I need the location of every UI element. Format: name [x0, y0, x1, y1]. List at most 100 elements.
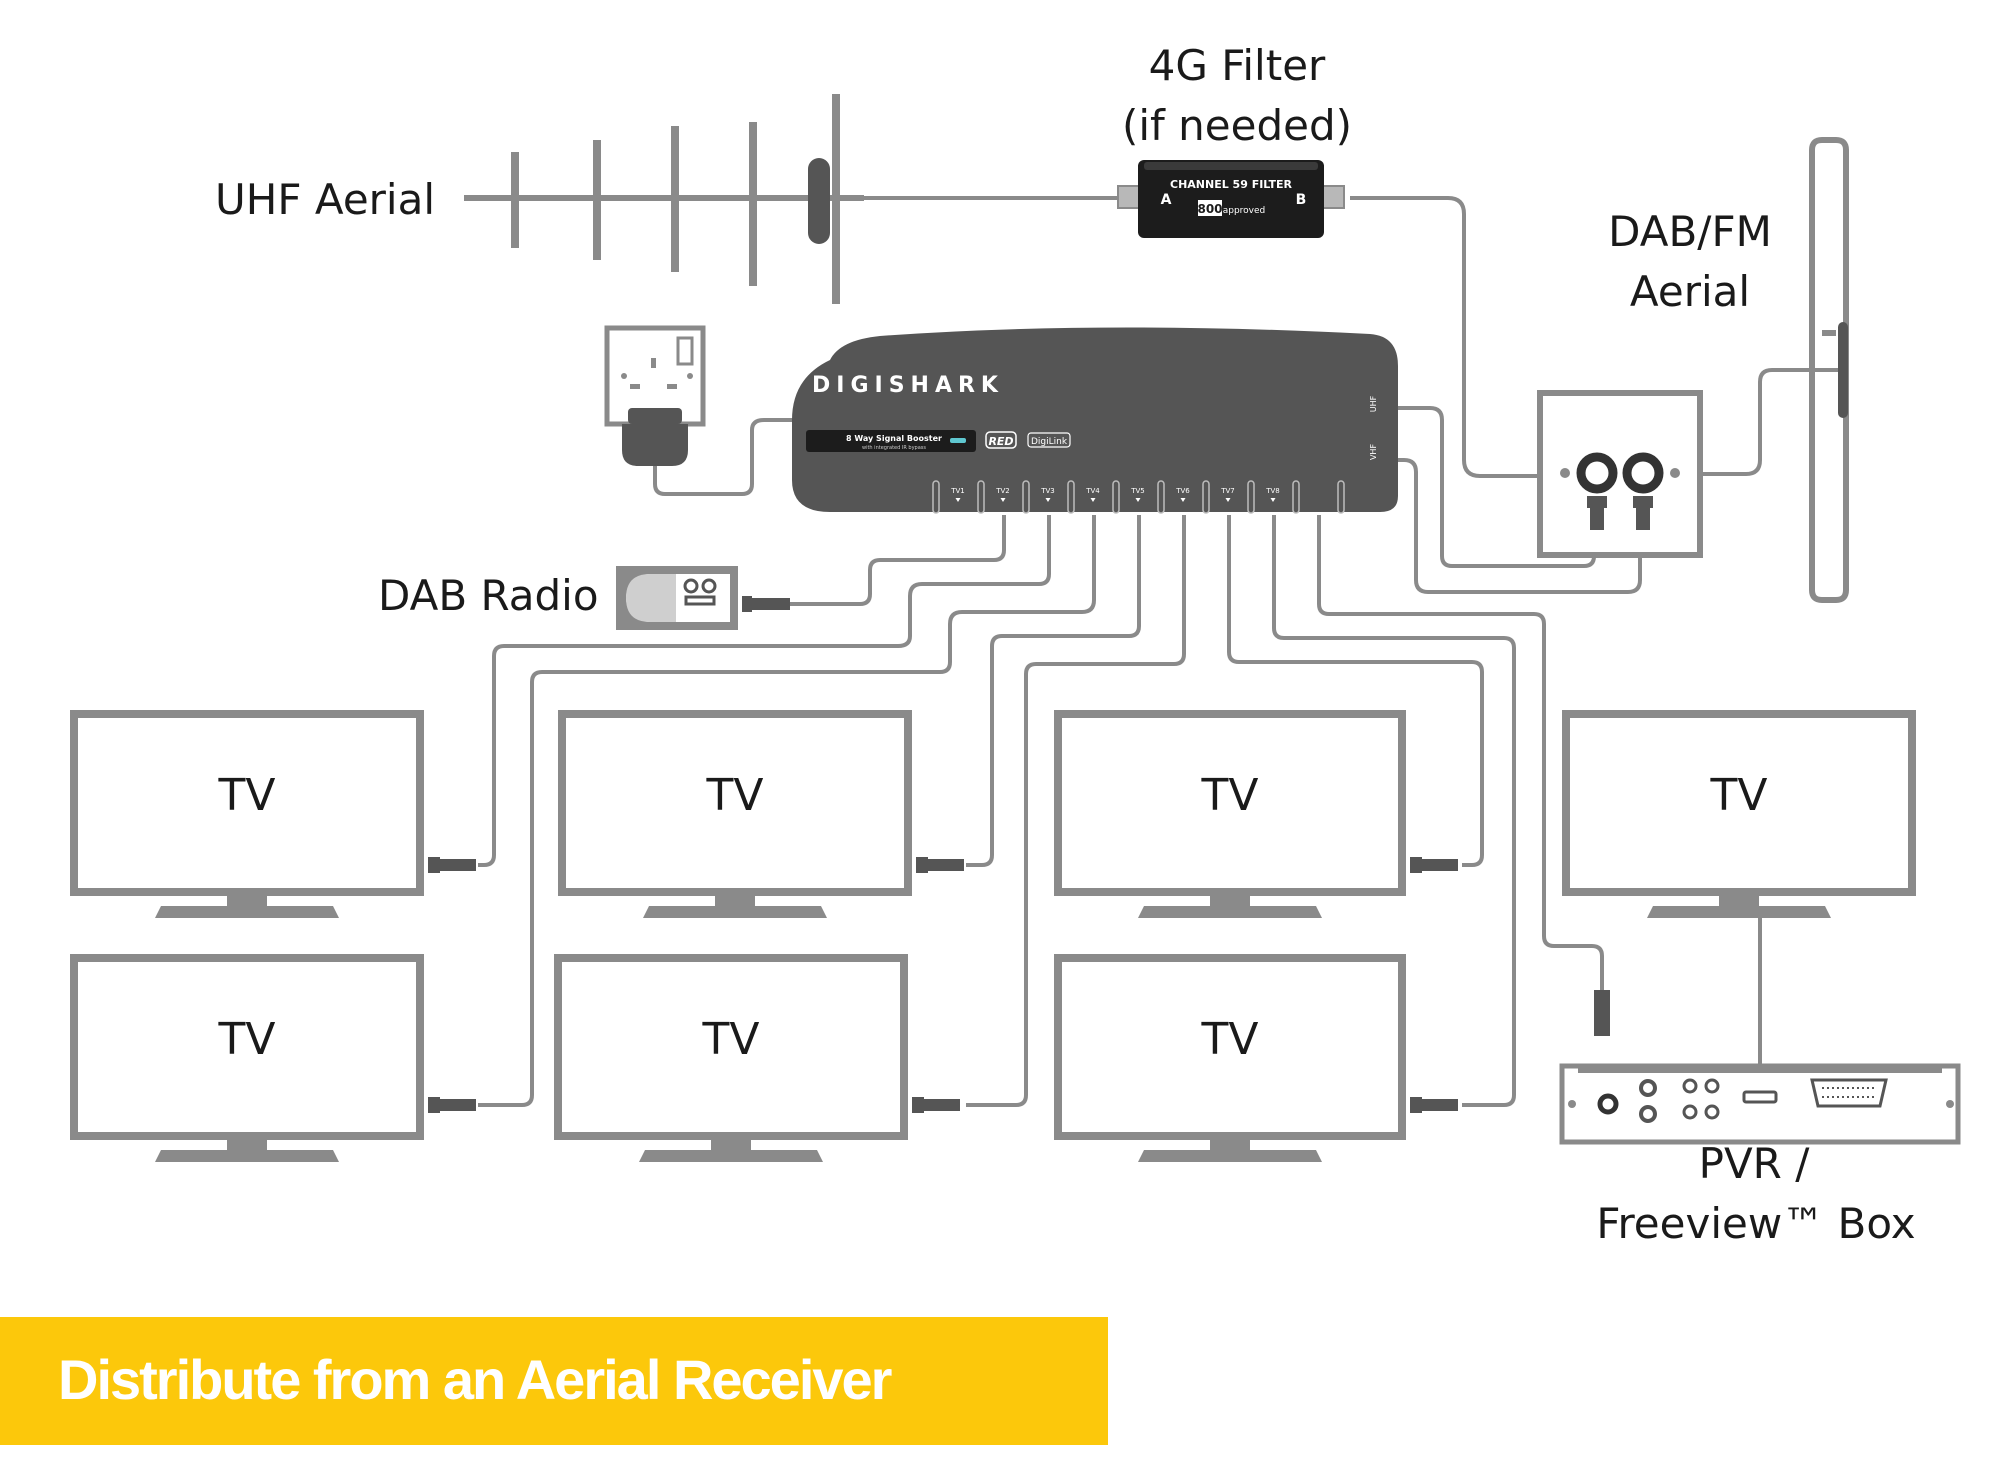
booster-led-icon	[950, 438, 966, 443]
booster-port-label: TV5	[1130, 487, 1145, 495]
tv-stand	[1138, 906, 1322, 918]
cable-tv2	[478, 515, 1051, 867]
signal-booster: DIGISHARK 8 Way Signal Booster with inte…	[792, 327, 1398, 514]
booster-label-strip	[806, 430, 976, 452]
tv-label: TV	[706, 770, 764, 821]
pvr-aerial-socket-icon	[1597, 1093, 1619, 1115]
coax-plug-icon	[428, 1097, 440, 1113]
pvr-scart-port-icon	[1810, 1078, 1888, 1108]
cable-tv7	[1272, 515, 1516, 1107]
tv-screen	[70, 954, 424, 1140]
coax-plug-icon	[1410, 1097, 1422, 1113]
tv-stand	[639, 1150, 823, 1162]
filter-connector-a-icon	[1117, 185, 1141, 209]
port-arrow-icon	[955, 498, 961, 502]
power-plug-icon	[622, 408, 688, 466]
tv-icon: TV	[70, 710, 476, 918]
tv-grid: TV TV TV TV TV TV TV	[70, 710, 1916, 1162]
booster-port-slot	[977, 480, 985, 514]
booster-port-label: TV1	[950, 487, 965, 495]
filter-approved: approved	[1223, 206, 1266, 216]
booster-port-slot	[1112, 480, 1120, 514]
red-logo: RED	[988, 435, 1013, 448]
aerial-wall-plate	[1537, 390, 1703, 558]
filter-label-line2: (if needed)	[1122, 101, 1352, 150]
tv-screen	[554, 954, 908, 1140]
booster-port-slot	[1157, 480, 1165, 514]
tv-label: TV	[1201, 1014, 1259, 1065]
coax-plug-icon	[916, 857, 928, 873]
tv-stand	[1647, 906, 1831, 918]
filter-connector-b-icon	[1321, 185, 1345, 209]
filter-body	[1138, 160, 1324, 238]
cable-filter-to-wallplate	[1350, 196, 1590, 478]
tv-label: TV	[702, 1014, 760, 1065]
dab-fm-label-line2: Aerial	[1630, 267, 1750, 316]
uhf-aerial-label: UHF Aerial	[215, 175, 435, 224]
tv-stand	[643, 906, 827, 918]
port-arrow-icon	[1000, 498, 1006, 502]
tv-label: TV	[218, 1014, 276, 1065]
red-logo-box	[985, 431, 1017, 449]
tv-stand	[155, 906, 339, 918]
booster-port-label: TV4	[1085, 487, 1100, 495]
tv-icon: TV	[70, 954, 476, 1162]
filter-label-line1: 4G Filter	[1149, 41, 1326, 90]
cable-dabfm-to-wallplate	[1702, 368, 1848, 476]
dab-fm-label-line1: DAB/FM	[1608, 207, 1772, 256]
cable-tv6	[1227, 515, 1484, 867]
tv-label: TV	[1201, 770, 1259, 821]
pvr-label-line1: PVR /	[1699, 1139, 1811, 1188]
digilink-logo: DigiLink	[1031, 437, 1068, 447]
booster-port-slot	[1022, 480, 1030, 514]
port-arrow-icon	[1180, 498, 1186, 502]
cable-tv5	[966, 515, 1186, 1107]
port-arrow-icon	[1225, 498, 1231, 502]
dab-radio-label: DAB Radio	[378, 571, 599, 620]
tv-label: TV	[1710, 770, 1768, 821]
tv-icon: TV	[1562, 710, 1916, 918]
tv-screen	[1054, 954, 1406, 1140]
coax-plug-icon	[912, 1097, 924, 1113]
caption-banner: Distribute from an Aerial Receiver	[0, 1317, 1108, 1445]
port-arrow-icon	[1135, 498, 1141, 502]
booster-port-label: TV2	[995, 487, 1010, 495]
cable-wallplate-to-vhf	[1396, 458, 1642, 594]
booster-port-slot	[1247, 480, 1255, 514]
booster-port-slot	[1337, 480, 1345, 514]
pvr-hdmi-port-icon	[1742, 1090, 1778, 1104]
filter-badge: 800	[1197, 202, 1222, 216]
booster-port-slot	[1292, 480, 1300, 514]
dab-radio-icon	[616, 566, 790, 630]
booster-port-label: TV7	[1220, 487, 1235, 495]
cable-tv3	[478, 515, 1096, 1107]
tv-stand	[155, 1150, 339, 1162]
tv-icon: TV	[1054, 954, 1458, 1162]
booster-strip-line2: with integrated IR bypass	[862, 445, 926, 451]
uhf-aerial-icon	[464, 94, 864, 304]
booster-body	[792, 327, 1398, 512]
booster-port-slot	[1202, 480, 1210, 514]
tv-screen	[558, 710, 912, 896]
booster-strip-line1: 8 Way Signal Booster	[846, 434, 942, 443]
tv-label: TV	[218, 770, 276, 821]
booster-port-label: TV3	[1040, 487, 1055, 495]
port-arrow-icon	[1090, 498, 1096, 502]
wall-socket-tv-icon	[1576, 452, 1618, 494]
booster-input-vhf: VHF	[1369, 444, 1378, 460]
booster-brand: DIGISHARK	[812, 373, 1004, 398]
cable-tv1-dab-radio	[790, 515, 1006, 606]
booster-port-label: TV8	[1265, 487, 1280, 495]
tv-screen	[1054, 710, 1406, 896]
cable-wallplate-to-uhf	[1396, 406, 1596, 568]
filter-title: CHANNEL 59 FILTER	[1170, 178, 1293, 191]
coax-plug-icon	[1410, 857, 1422, 873]
cable-tv8-pvr	[1317, 515, 1604, 990]
pvr-label-line2: Freeview™ Box	[1596, 1199, 1915, 1248]
dab-fm-aerial-icon	[1809, 137, 1849, 603]
filter-port-a: A	[1161, 192, 1172, 208]
digilink-logo-box	[1027, 432, 1071, 448]
cables	[478, 196, 1848, 1107]
